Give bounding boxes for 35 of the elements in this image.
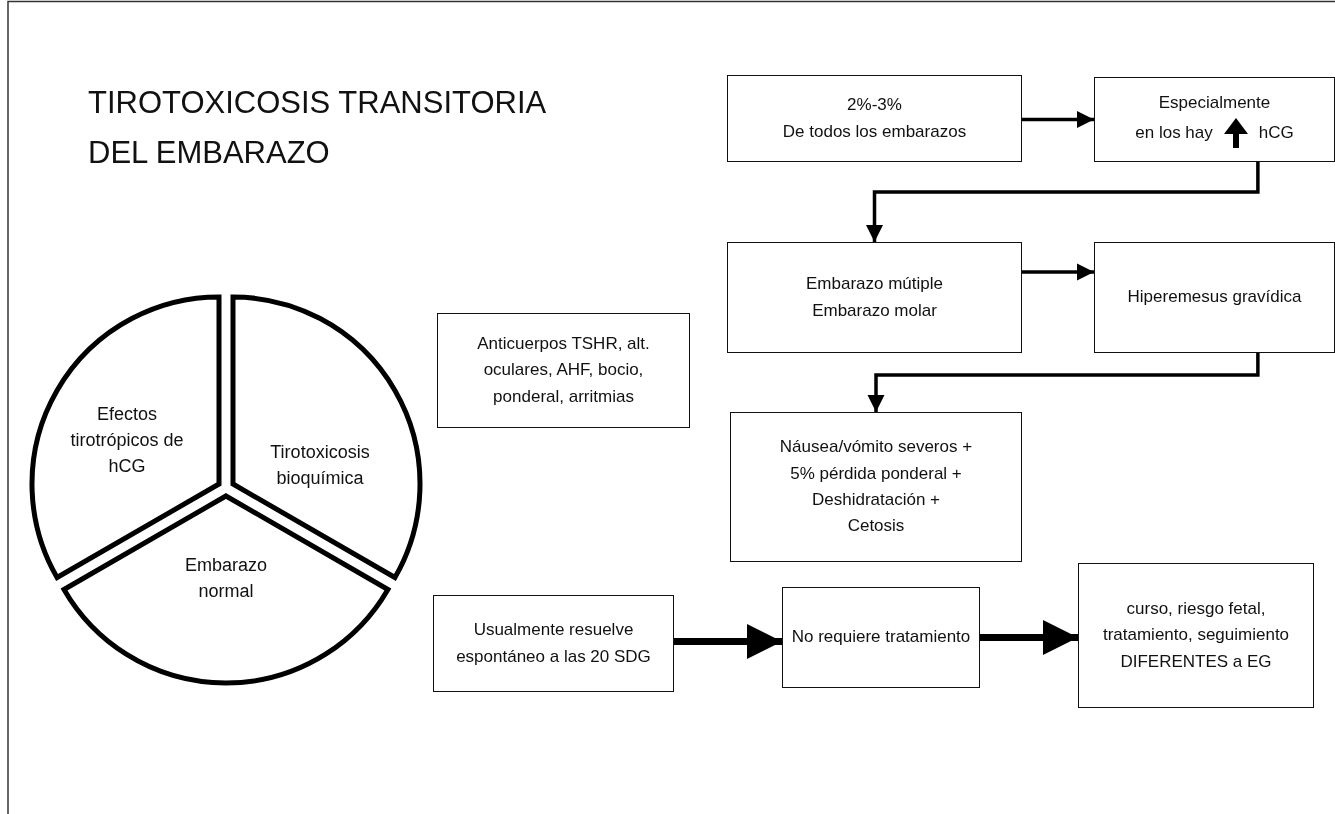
box-text: en los hay — [1135, 121, 1213, 144]
box-text: hCG — [1258, 121, 1294, 144]
process-box — [730, 412, 1022, 562]
box-text: Especialmente — [1158, 92, 1271, 115]
process-box — [782, 587, 980, 688]
sector-label: Embarazo normal — [183, 553, 268, 603]
box-text: Anticuerpos TSHR, alt. oculares, AHF, bocio, ponderal, arritmias — [476, 333, 651, 408]
box-text: Embarazo mútiple — [806, 273, 943, 296]
process-box — [433, 595, 674, 692]
box-text: 5% pérdida ponderal + — [790, 462, 962, 485]
box-text: 2%-3% — [847, 94, 902, 117]
diagram-title: TIROTOXICOSIS TRANSITORIA DEL EMBARAZO — [88, 84, 546, 172]
box-text: Usualmente resuelve espontáneo a las 20 SDG — [455, 619, 652, 668]
box-text: No requiere tratamiento — [791, 626, 971, 649]
arrow — [980, 620, 1078, 655]
box-text: Embarazo molar — [812, 299, 937, 322]
process-box — [727, 75, 1022, 162]
arrow — [867, 353, 1260, 412]
process-box — [437, 313, 690, 428]
process-box — [727, 242, 1022, 353]
box-text: curso, riesgo fetal, tratamiento, seguimiento DIFERENTES a EG — [1101, 598, 1291, 673]
process-box — [1094, 77, 1335, 162]
process-box — [1094, 242, 1335, 353]
box-text: Cetosis — [847, 515, 905, 538]
sector-label: Efectos tirotrópicos de hCG — [69, 402, 185, 479]
process-box — [1078, 563, 1314, 708]
sector-label: Tirotoxicosis bioquímica — [269, 440, 371, 490]
box-text: Deshidratación + — [811, 489, 941, 511]
arrow — [865, 162, 1260, 242]
arrow — [1022, 263, 1094, 281]
box-text: Hiperemesus gravídica — [1127, 286, 1302, 309]
box-text: De todos los embarazos — [782, 120, 967, 143]
arrow — [1022, 110, 1094, 129]
box-text: Náusea/vómito severos + — [779, 436, 973, 459]
arrow — [674, 624, 782, 659]
